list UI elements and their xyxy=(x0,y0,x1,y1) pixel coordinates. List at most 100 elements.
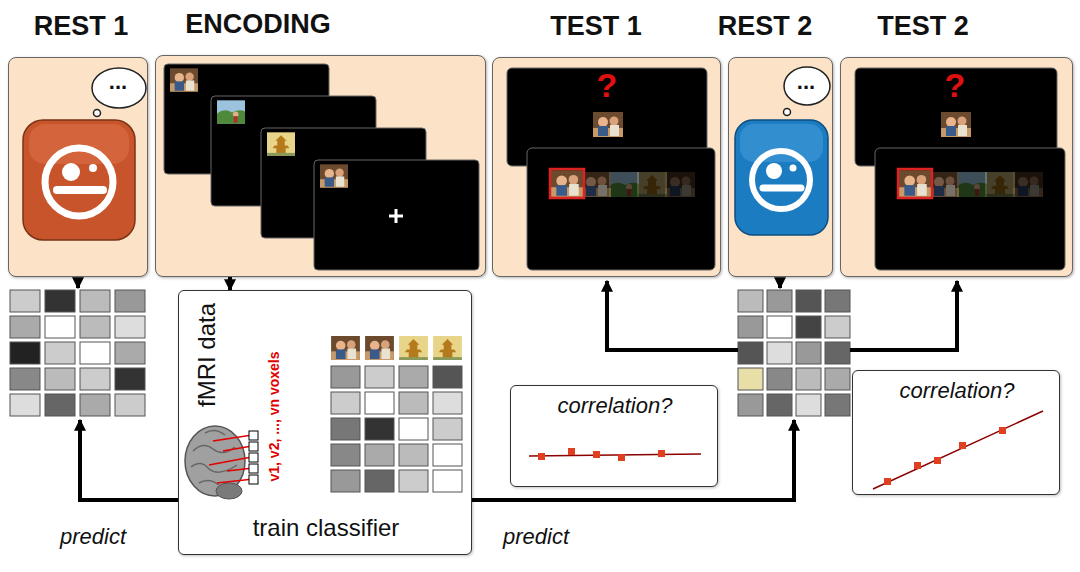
rest-icon-art xyxy=(89,164,97,172)
classifier-art xyxy=(433,418,462,440)
arrow-label: predict xyxy=(60,524,126,550)
rest-icon-art xyxy=(57,186,103,194)
rest1-matrix xyxy=(45,368,75,390)
rest1-matrix xyxy=(115,290,145,312)
flat-scatter-plot xyxy=(529,454,701,456)
rest1-matrix xyxy=(80,290,110,312)
flat-scatter-plot xyxy=(538,448,665,461)
rising-scatter-plot xyxy=(959,442,966,449)
flat-scatter-plot xyxy=(618,454,625,461)
test-screens-art xyxy=(929,172,959,197)
test-screens-art xyxy=(1013,172,1043,197)
rest1-matrix xyxy=(45,342,75,364)
classifier-art xyxy=(249,442,258,451)
rest-icon-art xyxy=(752,151,810,209)
rising-scatter-plot xyxy=(884,427,1006,485)
test-screens-art xyxy=(957,172,987,197)
stage-panel: REST 2 xyxy=(728,57,833,277)
classifier-art xyxy=(399,470,428,492)
test-screens-art xyxy=(527,148,715,270)
rest-icon-art xyxy=(729,58,834,278)
flow-arrow xyxy=(78,279,957,500)
flow-arrow xyxy=(228,277,232,290)
correlation-box: correlation? xyxy=(852,370,1060,495)
classifier-art xyxy=(433,366,462,388)
rising-scatter-plot xyxy=(999,427,1006,434)
box-title: correlation? xyxy=(558,393,673,419)
rest2-matrix xyxy=(767,316,792,338)
rest-icon-art xyxy=(45,148,113,216)
encoding-screens-art xyxy=(217,100,245,123)
test-screens-art xyxy=(550,169,584,198)
rest1-matrix xyxy=(80,368,110,390)
classifier-art xyxy=(365,392,394,414)
rest2-matrix xyxy=(796,290,821,312)
test-screens-art xyxy=(875,148,1065,270)
rest2-matrix xyxy=(767,290,792,312)
rest1-matrix xyxy=(10,290,145,416)
flat-scatter-plot xyxy=(568,448,575,455)
classifier-art xyxy=(399,336,428,360)
rest1-matrix xyxy=(115,342,145,364)
test-screens-art xyxy=(593,112,623,137)
flow-arrow xyxy=(607,281,738,350)
rest2-matrix xyxy=(738,342,763,364)
classifier-art xyxy=(365,444,394,466)
flat-scatter-plot xyxy=(658,450,665,457)
classifier-art xyxy=(365,418,394,440)
rest2-matrix xyxy=(825,316,850,338)
rest1-matrix xyxy=(115,394,145,416)
test-screens-art xyxy=(899,170,931,197)
classifier-art xyxy=(249,453,258,462)
test-screens-art xyxy=(941,112,971,137)
rest1-matrix xyxy=(80,394,110,416)
classifier-art xyxy=(331,470,360,492)
rest-icon-art xyxy=(62,163,80,181)
rest-icon-art xyxy=(92,68,146,117)
rest1-matrix xyxy=(10,368,40,390)
classifier-art xyxy=(365,336,394,360)
rising-scatter-plot xyxy=(884,478,891,485)
classifier-art xyxy=(331,418,360,440)
flow-arrow xyxy=(80,420,178,500)
classifier-art xyxy=(209,436,249,484)
classifier-art xyxy=(331,444,360,466)
rest2-matrix xyxy=(738,316,763,338)
rising-scatter-plot xyxy=(873,411,1043,489)
classifier-art xyxy=(331,366,462,492)
classifier-art xyxy=(216,483,242,499)
classifier-art xyxy=(433,470,462,492)
classifier-art xyxy=(399,392,428,414)
encoding-screens-art xyxy=(389,209,403,223)
rest2-matrix xyxy=(796,394,821,416)
flow-arrow xyxy=(76,279,80,288)
thought-dots: ... xyxy=(109,71,127,93)
rest1-matrix xyxy=(115,368,145,390)
box-caption: train classifier xyxy=(253,514,400,542)
encoding-screens-art xyxy=(170,68,198,91)
rising-scatter-plot xyxy=(914,462,921,469)
rest-icon-art xyxy=(735,120,828,235)
classifier-art xyxy=(249,464,258,473)
classifier-art xyxy=(433,444,462,466)
panel-heading: TEST 1 xyxy=(550,11,642,41)
rest1-matrix xyxy=(45,316,75,338)
classifier-art xyxy=(249,431,258,440)
test-screens-art xyxy=(985,172,1015,197)
rest2-matrix xyxy=(738,290,850,416)
rest2-matrix xyxy=(796,342,821,364)
rest-icon-art xyxy=(23,120,135,240)
classifier-art xyxy=(249,475,258,484)
flat-scatter-plot xyxy=(538,453,545,460)
panel-heading: REST 2 xyxy=(718,11,813,41)
classifier-art xyxy=(399,444,428,466)
rest-icon-art xyxy=(9,58,149,278)
rest2-matrix xyxy=(767,342,792,364)
test-screens-art xyxy=(665,172,695,197)
encoding-screens-art xyxy=(156,56,487,278)
encoding-screens-art xyxy=(320,164,348,187)
edge-label: fMRI data xyxy=(193,303,221,407)
test-screens-art xyxy=(637,172,667,197)
rest-icon-art xyxy=(784,109,791,116)
